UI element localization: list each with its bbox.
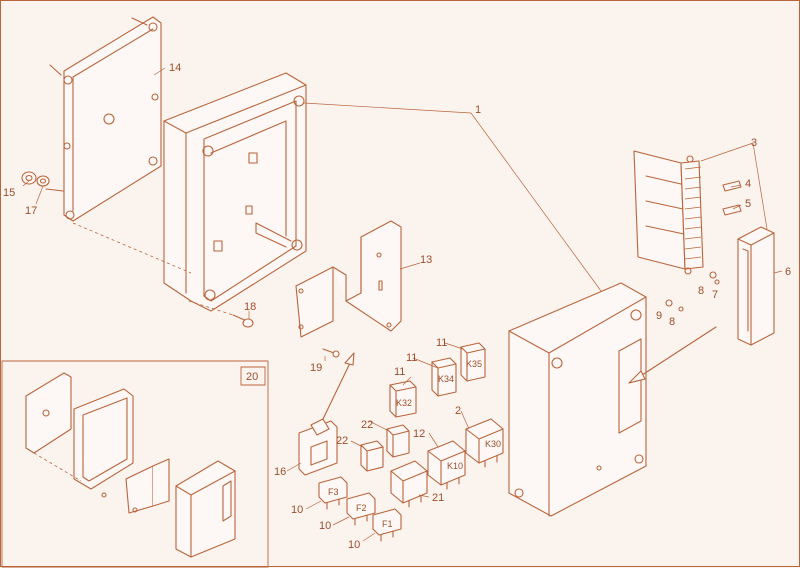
callout-15: 15 [3, 187, 15, 199]
callout-22a: 22 [361, 419, 373, 431]
mounting-bracket [295, 220, 402, 338]
leader-lines [22, 67, 783, 542]
fuse-relay-block [633, 150, 704, 275]
relay-21 [390, 460, 428, 508]
fuse-clips [722, 180, 742, 216]
relay-k10 [427, 440, 466, 490]
inset-panel [1, 360, 269, 568]
callout-16: 16 [274, 466, 286, 478]
relay-k35 [460, 342, 486, 382]
assembly-line [188, 300, 234, 316]
callout-9: 9 [656, 310, 662, 322]
callout-10a: 10 [291, 504, 303, 516]
label-k10: K10 [447, 461, 463, 471]
label-f1: F1 [382, 519, 393, 529]
relay-k30 [465, 418, 504, 468]
callout-19: 19 [310, 362, 322, 374]
label-k35: K35 [466, 359, 482, 369]
callout-18: 18 [244, 301, 256, 313]
cover-plate [45, 16, 162, 222]
assembly-arrow [628, 326, 717, 384]
main-housing-open [163, 72, 307, 312]
callout-7: 7 [712, 289, 718, 301]
relay-k32 [389, 380, 417, 418]
label-k32: K32 [396, 398, 412, 408]
callout-8b: 8 [669, 316, 675, 328]
callout-13: 13 [420, 254, 432, 266]
relay-k34 [431, 357, 457, 397]
fuse-f2 [346, 492, 376, 526]
fuse-f1 [372, 508, 402, 542]
screw [322, 348, 340, 358]
callout-3: 3 [751, 137, 757, 149]
fuse-f3 [318, 476, 348, 510]
callout-8a: 8 [698, 285, 704, 297]
callout-11a: 11 [436, 337, 447, 349]
screw [232, 314, 254, 328]
relay-holder [298, 418, 338, 476]
callout-10b: 10 [319, 520, 331, 532]
mini-relay-22a [386, 424, 410, 458]
label-f3: F3 [328, 487, 339, 497]
assembly-arrow [322, 352, 355, 420]
component-labels: K35 K34 K32 K30 K10 F3 F2 F1 [328, 359, 501, 529]
callout-4: 4 [745, 178, 751, 190]
callout-21: 21 [432, 492, 444, 504]
callout-14: 14 [169, 62, 181, 74]
callout-6: 6 [785, 266, 791, 278]
small-hardware [665, 271, 720, 312]
callout-11b: 11 [406, 352, 417, 364]
label-k30: K30 [485, 439, 501, 449]
closed-enclosure [508, 282, 647, 517]
block-cover [737, 226, 775, 346]
label-f2: F2 [356, 503, 367, 513]
callout-12: 12 [413, 428, 425, 440]
callout-17: 17 [25, 205, 37, 217]
callout-2: 2 [455, 405, 461, 417]
callout-labels: 14 15 17 1 13 18 19 3 4 5 6 8 7 9 8 11 1… [3, 62, 791, 551]
label-k34: K34 [438, 374, 454, 384]
callout-5: 5 [745, 198, 751, 210]
callout-10c: 10 [348, 539, 360, 551]
callout-11c: 11 [394, 366, 405, 378]
callout-20: 20 [246, 371, 258, 383]
mini-relay-22b [360, 440, 384, 472]
callout-22b: 22 [336, 435, 348, 447]
callout-1: 1 [475, 104, 481, 116]
